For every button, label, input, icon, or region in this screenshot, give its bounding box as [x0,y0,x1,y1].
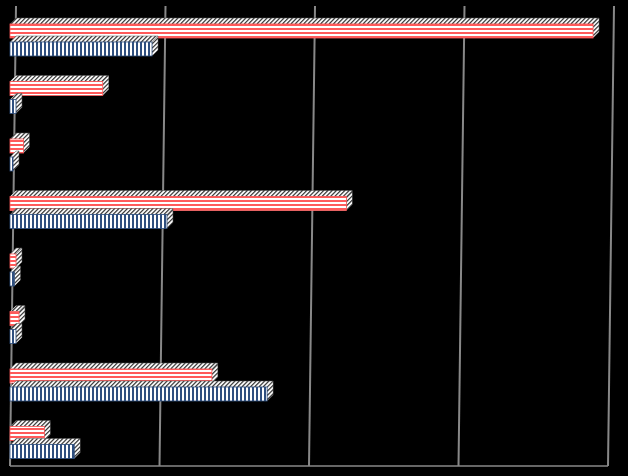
bar-5-1 [9,329,17,344]
bar-1-0-top [9,75,110,82]
bar-3-1-top [9,208,174,215]
gridline-2 [308,5,316,467]
gridline-3 [457,5,466,467]
bar-6-0-top [9,362,219,370]
bar-4-0 [9,253,17,269]
bar-1-0 [9,81,104,96]
bar-0-1 [9,41,153,57]
bar-3-1 [9,214,168,229]
bar-4-1 [9,271,15,287]
bar-6-1-top [9,380,274,388]
bars-layer [9,17,600,460]
gridline-4 [607,5,615,467]
bar-7-1 [9,444,75,459]
bar-0-1-top [9,35,159,43]
bar-0-0 [9,23,594,39]
bar-0-0-top [9,17,600,25]
bar-7-0-top [9,420,51,427]
bar-7-1-top [9,438,81,445]
bar-2-1 [9,156,14,172]
bar-3-0-top [9,190,353,197]
bar-6-1 [9,386,268,402]
bar-3-0 [9,196,347,211]
bar-1-1 [9,99,17,114]
